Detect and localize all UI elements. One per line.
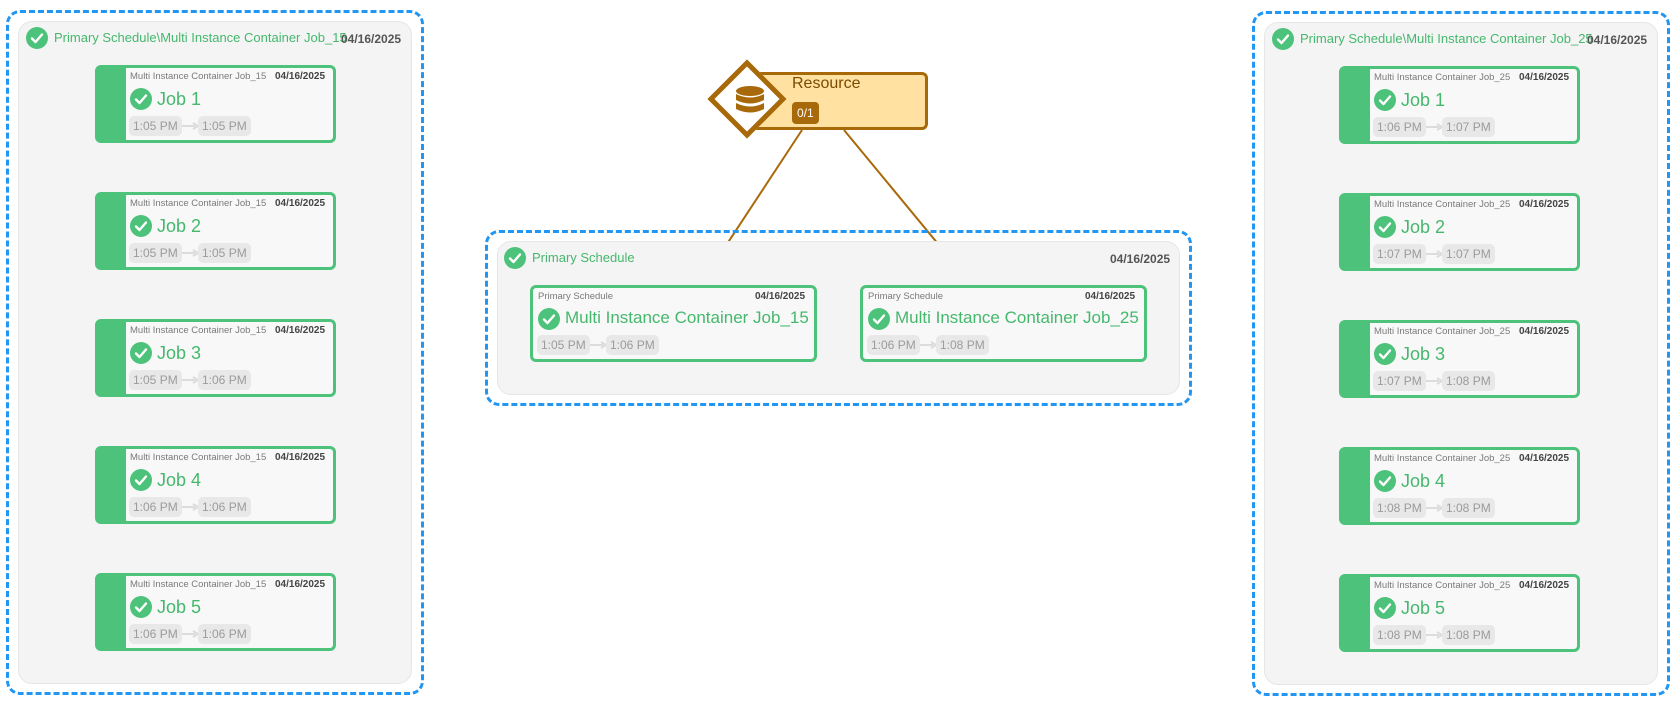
check-circle-icon xyxy=(26,27,48,49)
start-time-pill: 1:06 PM xyxy=(1373,117,1426,137)
card-parent-label: Multi Instance Container Job_25 xyxy=(1374,453,1511,464)
card-parent-label: Multi Instance Container Job_25 xyxy=(1374,72,1511,83)
right-container-date: 04/16/2025 xyxy=(1587,33,1648,47)
left-container-title[interactable]: Primary Schedule\Multi Instance Containe… xyxy=(54,30,347,45)
check-circle-icon xyxy=(1374,343,1396,365)
card-date: 04/16/2025 xyxy=(755,291,806,302)
job-name: Multi Instance Container Job_15 xyxy=(565,308,809,327)
check-circle-icon xyxy=(130,88,152,110)
job-name: Job 3 xyxy=(1401,344,1446,364)
card-parent-label: Primary Schedule xyxy=(538,291,613,302)
start-time-pill: 1:08 PM xyxy=(1373,498,1426,518)
job-name: Job 4 xyxy=(1401,471,1446,491)
check-circle-icon xyxy=(1374,216,1396,238)
end-time-pill: 1:07 PM xyxy=(1442,117,1495,137)
check-circle-icon xyxy=(1374,470,1396,492)
card-parent-label: Multi Instance Container Job_15 xyxy=(130,325,267,336)
right-container-title[interactable]: Primary Schedule\Multi Instance Containe… xyxy=(1300,31,1593,46)
status-bar xyxy=(1342,577,1370,649)
start-time-pill: 1:07 PM xyxy=(1373,244,1426,264)
card-date: 04/16/2025 xyxy=(1519,199,1570,210)
end-time-pill: 1:07 PM xyxy=(1442,244,1495,264)
start-time-pill: 1:05 PM xyxy=(129,243,182,263)
status-bar xyxy=(1342,323,1370,395)
card-parent-label: Multi Instance Container Job_15 xyxy=(130,198,267,209)
start-time-pill: 1:05 PM xyxy=(537,335,590,355)
card-parent-label: Primary Schedule xyxy=(868,291,943,302)
end-time-pill: 1:08 PM xyxy=(1442,498,1495,518)
center-container-date: 04/16/2025 xyxy=(1110,252,1171,266)
job-name: Job 4 xyxy=(157,470,202,490)
end-time-pill: 1:06 PM xyxy=(198,497,251,517)
card-date: 04/16/2025 xyxy=(275,579,326,590)
job-name: Job 1 xyxy=(157,89,202,109)
start-time-pill: 1:06 PM xyxy=(129,624,182,644)
end-time-pill: 1:06 PM xyxy=(606,335,659,355)
check-circle-icon xyxy=(868,308,890,330)
card-date: 04/16/2025 xyxy=(275,325,326,336)
status-bar xyxy=(98,68,126,140)
check-circle-icon xyxy=(130,342,152,364)
check-circle-icon xyxy=(1374,597,1396,619)
resource-count-badge: 0/1 xyxy=(792,102,819,124)
check-circle-icon xyxy=(504,247,526,269)
card-date: 04/16/2025 xyxy=(275,71,326,82)
status-bar xyxy=(98,322,126,394)
check-circle-icon xyxy=(130,596,152,618)
database-icon xyxy=(736,86,764,113)
card-date: 04/16/2025 xyxy=(1519,453,1570,464)
card-date: 04/16/2025 xyxy=(1519,326,1570,337)
card-parent-label: Multi Instance Container Job_25 xyxy=(1374,199,1511,210)
check-circle-icon xyxy=(1272,28,1294,50)
start-time-pill: 1:06 PM xyxy=(867,335,920,355)
job-name: Job 3 xyxy=(157,343,202,363)
start-time-pill: 1:05 PM xyxy=(129,370,182,390)
status-bar xyxy=(98,576,126,648)
check-circle-icon xyxy=(130,215,152,237)
job-name: Job 1 xyxy=(1401,90,1446,110)
job-name: Job 2 xyxy=(157,216,202,236)
status-bar xyxy=(1342,196,1370,268)
start-time-pill: 1:08 PM xyxy=(1373,625,1426,645)
status-bar xyxy=(98,195,126,267)
card-date: 04/16/2025 xyxy=(275,452,326,463)
job-name: Job 5 xyxy=(1401,598,1446,618)
start-time-pill: 1:05 PM xyxy=(129,116,182,136)
card-date: 04/16/2025 xyxy=(1085,291,1136,302)
left-container-date: 04/16/2025 xyxy=(341,32,402,46)
start-time-pill: 1:06 PM xyxy=(129,497,182,517)
card-parent-label: Multi Instance Container Job_25 xyxy=(1374,580,1511,591)
job-name: Job 2 xyxy=(1401,217,1446,237)
card-date: 04/16/2025 xyxy=(1519,580,1570,591)
job-name: Job 5 xyxy=(157,597,202,617)
card-date: 04/16/2025 xyxy=(275,198,326,209)
check-circle-icon xyxy=(1374,89,1396,111)
check-circle-icon xyxy=(538,308,560,330)
job-name: Multi Instance Container Job_25 xyxy=(895,308,1139,327)
end-time-pill: 1:08 PM xyxy=(1442,625,1495,645)
card-date: 04/16/2025 xyxy=(1519,72,1570,83)
end-time-pill: 1:06 PM xyxy=(198,370,251,390)
end-time-pill: 1:05 PM xyxy=(198,116,251,136)
end-time-pill: 1:05 PM xyxy=(198,243,251,263)
check-circle-icon xyxy=(130,469,152,491)
end-time-pill: 1:06 PM xyxy=(198,624,251,644)
end-time-pill: 1:08 PM xyxy=(936,335,989,355)
card-parent-label: Multi Instance Container Job_25 xyxy=(1374,326,1511,337)
status-bar xyxy=(1342,450,1370,522)
start-time-pill: 1:07 PM xyxy=(1373,371,1426,391)
center-container-title[interactable]: Primary Schedule xyxy=(532,250,635,265)
resource-name: Resource xyxy=(792,75,861,92)
card-parent-label: Multi Instance Container Job_15 xyxy=(130,71,267,82)
status-bar xyxy=(98,449,126,521)
card-parent-label: Multi Instance Container Job_15 xyxy=(130,579,267,590)
end-time-pill: 1:08 PM xyxy=(1442,371,1495,391)
card-parent-label: Multi Instance Container Job_15 xyxy=(130,452,267,463)
status-bar xyxy=(1342,69,1370,141)
